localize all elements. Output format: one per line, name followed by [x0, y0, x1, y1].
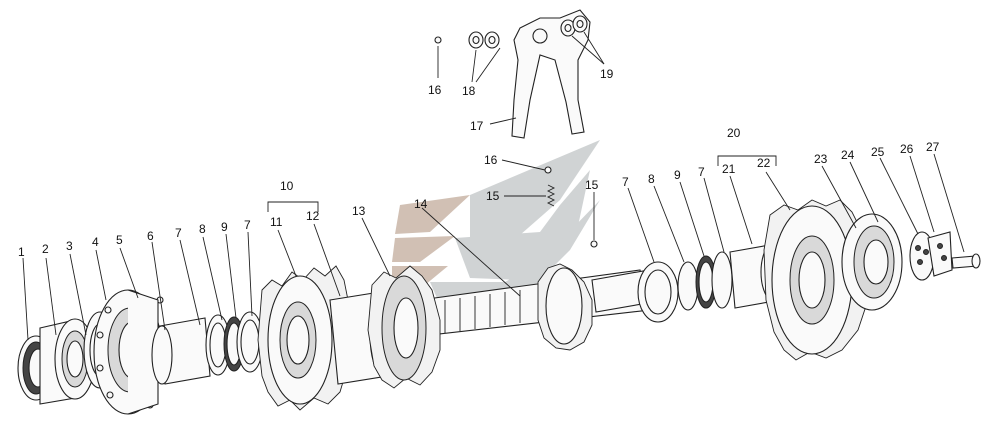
label-15-b: 15	[585, 178, 599, 192]
label-13: 13	[352, 204, 366, 218]
label-26: 26	[900, 142, 914, 156]
gear-shaft-small	[537, 263, 593, 351]
label-2: 2	[42, 242, 49, 256]
part-16-ball-mid	[544, 166, 552, 174]
label-20: 20	[727, 126, 741, 140]
part-26-plate	[927, 231, 953, 277]
part-27-bolt	[951, 253, 981, 269]
label-5: 5	[116, 233, 123, 247]
label-19: 19	[600, 67, 614, 81]
shaft-right-section	[591, 261, 679, 323]
label-14: 14	[414, 197, 428, 211]
label-27: 27	[926, 140, 940, 154]
label-7-b: 7	[244, 218, 251, 232]
part-25-washer	[909, 231, 935, 281]
label-17: 17	[470, 119, 484, 133]
part-7-8-9-rings-right	[677, 251, 733, 311]
part-7-8-9-rings-left	[205, 311, 264, 376]
label-12: 12	[306, 209, 320, 223]
part-17-shift-fork	[511, 9, 591, 139]
part-16-ball-top	[434, 36, 442, 44]
label-7-a: 7	[175, 226, 182, 240]
label-1: 1	[18, 245, 25, 259]
label-8-a: 8	[199, 222, 206, 236]
label-9-b: 9	[674, 168, 681, 182]
label-6: 6	[147, 229, 154, 243]
label-15-a: 15	[486, 189, 500, 203]
label-4: 4	[92, 235, 99, 249]
label-10: 10	[280, 179, 294, 193]
label-8-b: 8	[648, 172, 655, 186]
label-22: 22	[757, 156, 771, 170]
part-15-pin	[590, 240, 598, 248]
label-25: 25	[871, 145, 885, 159]
label-7-d: 7	[698, 165, 705, 179]
label-18: 18	[462, 84, 476, 98]
leader-lines	[22, 31, 965, 341]
label-9-a: 9	[221, 220, 228, 234]
label-21: 21	[722, 162, 736, 176]
label-24: 24	[841, 148, 855, 162]
gear-11	[257, 265, 351, 411]
label-3: 3	[66, 239, 73, 253]
label-16-b: 16	[428, 83, 442, 97]
part-4-5-flange	[93, 289, 164, 415]
gear-23-24-ring	[841, 213, 903, 311]
label-23: 23	[814, 152, 828, 166]
part-15-spring	[546, 184, 556, 207]
watermark-logo	[392, 140, 600, 305]
part-19-nuts	[560, 15, 588, 37]
part-18-nuts	[468, 31, 500, 49]
label-7-c: 7	[622, 175, 629, 189]
gear-13-synchro	[367, 265, 441, 389]
label-11: 11	[270, 215, 283, 229]
label-16-a: 16	[484, 153, 498, 167]
part-labels: 1 2 3 4 5 6 7 8 9 7 11 12 10 13 14 15 16…	[18, 67, 940, 259]
gear-22	[763, 199, 871, 361]
part-6-sleeve	[151, 317, 211, 385]
